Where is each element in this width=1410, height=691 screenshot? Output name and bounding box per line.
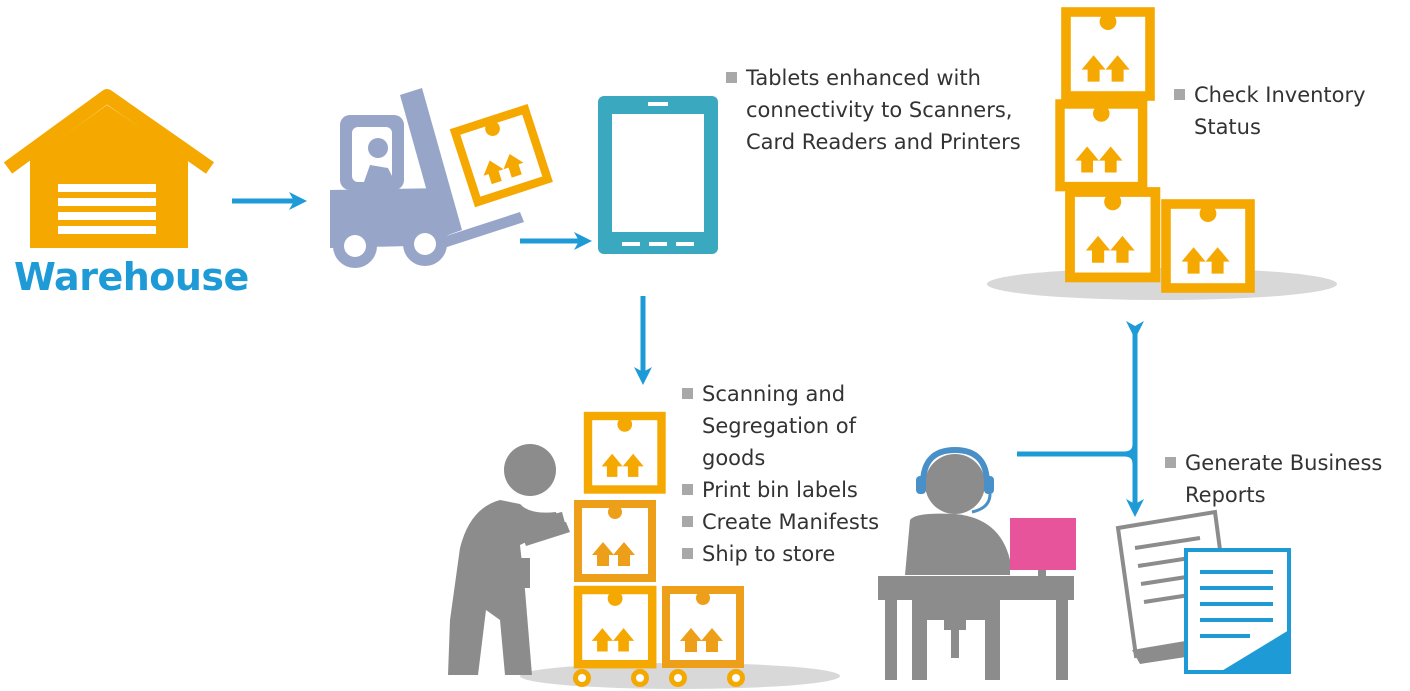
bullet-marker (726, 72, 737, 83)
bullet-marker (682, 388, 693, 399)
reports-note-text: Generate Business Reports (1185, 451, 1383, 507)
operator-desk-icon (878, 446, 1076, 680)
warehouse-label: Warehouse (14, 255, 249, 299)
reports-documents-icon (1115, 509, 1291, 674)
worker-scanning-icon (448, 416, 840, 689)
reports-note: Generate Business Reports (1165, 447, 1382, 511)
bullet-marker (682, 548, 693, 559)
tablets-note: Tablets enhanced with connectivity to Sc… (726, 62, 1021, 158)
inventory-boxes-icon (987, 12, 1337, 300)
inventory-note-text: Check Inventory Status (1194, 83, 1366, 139)
scanning-note-3: Create Manifests (702, 510, 880, 534)
warehouse-icon (3, 89, 215, 248)
connector-operator (1017, 443, 1138, 457)
tablets-note-text: Tablets enhanced with connectivity to Sc… (746, 66, 1021, 154)
tablet-icon (598, 96, 718, 254)
inventory-note: Check Inventory Status (1174, 79, 1366, 143)
scanning-note-4: Ship to store (702, 542, 836, 566)
bullet-marker (682, 516, 693, 527)
scanning-notes: Scanning and Segregation of goods Print … (682, 378, 879, 570)
scanning-note-1: Scanning and Segregation of goods (702, 382, 857, 470)
bullet-marker (1174, 89, 1185, 100)
bullet-marker (1165, 457, 1176, 468)
scanning-note-2: Print bin labels (702, 478, 858, 502)
bullet-marker (682, 484, 693, 495)
forklift-icon (330, 88, 548, 268)
